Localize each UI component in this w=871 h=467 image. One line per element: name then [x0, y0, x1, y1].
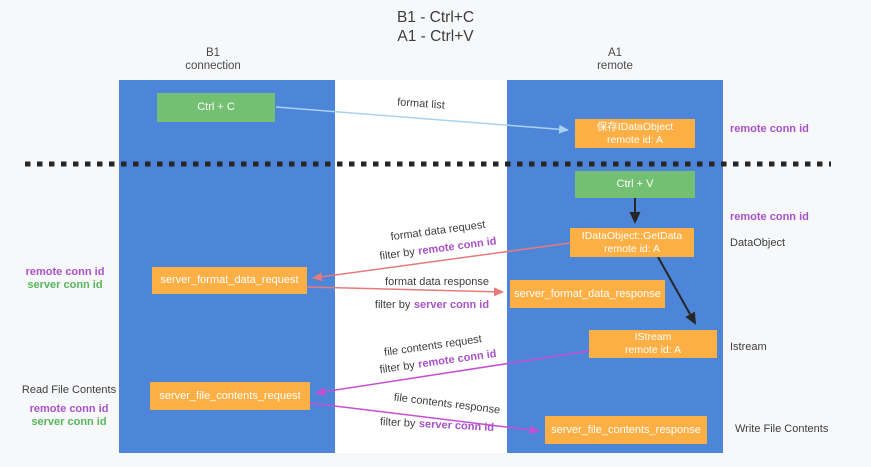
diagram-title: B1 - Ctrl+C A1 - Ctrl+V — [0, 8, 871, 46]
server-file-contents-request-box: server_file_contents_request — [150, 382, 310, 410]
title-line-2: A1 - Ctrl+V — [397, 28, 474, 45]
left-column-header: B1 connection — [105, 47, 321, 73]
file-contents-request-arrow — [315, 350, 590, 397]
istream-line1: IStream — [634, 331, 672, 343]
file-contents-response-arrow — [309, 402, 540, 435]
format-data-response-arrow — [306, 286, 504, 297]
filter-by-text: filter by — [374, 299, 411, 311]
server-file-contents-response-box: server_file_contents_response — [545, 416, 707, 444]
server-format-data-request-label: server_format_data_request — [160, 274, 299, 286]
istream-box: IStream remote id: A — [589, 330, 717, 358]
format-list-arrow — [275, 106, 569, 134]
save-dataobject-line2: remote id: A — [606, 133, 664, 146]
remote-conn-id-annotation-top: remote conn id — [730, 123, 809, 135]
ctrl-v-box: Ctrl + V — [575, 171, 695, 198]
write-file-contents-annotation: Write File Contents — [735, 423, 829, 435]
title-line-1: B1 - Ctrl+C — [396, 9, 475, 26]
server-conn-id-annotation-left: server conn id — [27, 279, 103, 291]
dataobject-annotation: DataObject — [730, 237, 786, 249]
right-column-subtitle: remote — [597, 60, 633, 72]
ctrl-c-box: Ctrl + C — [157, 93, 275, 122]
getdata-line1: IDataObject::GetData — [581, 229, 683, 242]
server-conn-id-key: server conn id — [413, 299, 490, 311]
right-column-header: A1 remote — [507, 47, 723, 73]
getdata-to-istream-arrow — [657, 256, 696, 325]
format-data-request-arrow — [312, 242, 571, 282]
getdata-line2: remote id: A — [603, 242, 661, 255]
server-file-contents-response-label: server_file_contents_response — [551, 423, 701, 436]
server-format-data-response-box: server_format_data_response — [510, 280, 665, 308]
remote-conn-id-annotation-mid: remote conn id — [730, 211, 809, 223]
column-gap-background — [335, 80, 507, 453]
left-column-subtitle: connection — [185, 60, 241, 72]
format-data-response-label: format data response — [385, 276, 489, 288]
save-dataobject-line1: 保存IDataObject — [596, 120, 674, 133]
read-file-contents-stack: Read File Contents remote conn id server… — [14, 384, 124, 429]
remote-conn-id-annotation-left: remote conn id — [25, 266, 105, 278]
left-conn-id-stack: remote conn id server conn id — [10, 266, 120, 292]
save-dataobject-box: 保存IDataObject remote id: A — [575, 119, 695, 148]
remote-conn-id-annotation-bottom: remote conn id — [29, 403, 109, 415]
right-column-name: A1 — [607, 47, 623, 59]
server-format-data-response-label: server_format_data_response — [514, 287, 661, 300]
getdata-box: IDataObject::GetData remote id: A — [570, 228, 694, 257]
server-conn-id-annotation-bottom: server conn id — [31, 416, 107, 428]
read-file-contents-annotation: Read File Contents — [21, 384, 117, 396]
left-column-name: B1 — [205, 47, 221, 59]
server-file-contents-request-label: server_file_contents_request — [159, 389, 301, 402]
server-format-data-request-box: server_format_data_request — [152, 267, 307, 294]
istream-line2: remote id: A — [624, 344, 682, 356]
ctrl-c-label: Ctrl + C — [197, 101, 235, 113]
filter-by-text: filter by — [379, 416, 416, 430]
ctrl-v-label: Ctrl + V — [616, 178, 654, 190]
istream-annotation: Istream — [730, 341, 767, 353]
